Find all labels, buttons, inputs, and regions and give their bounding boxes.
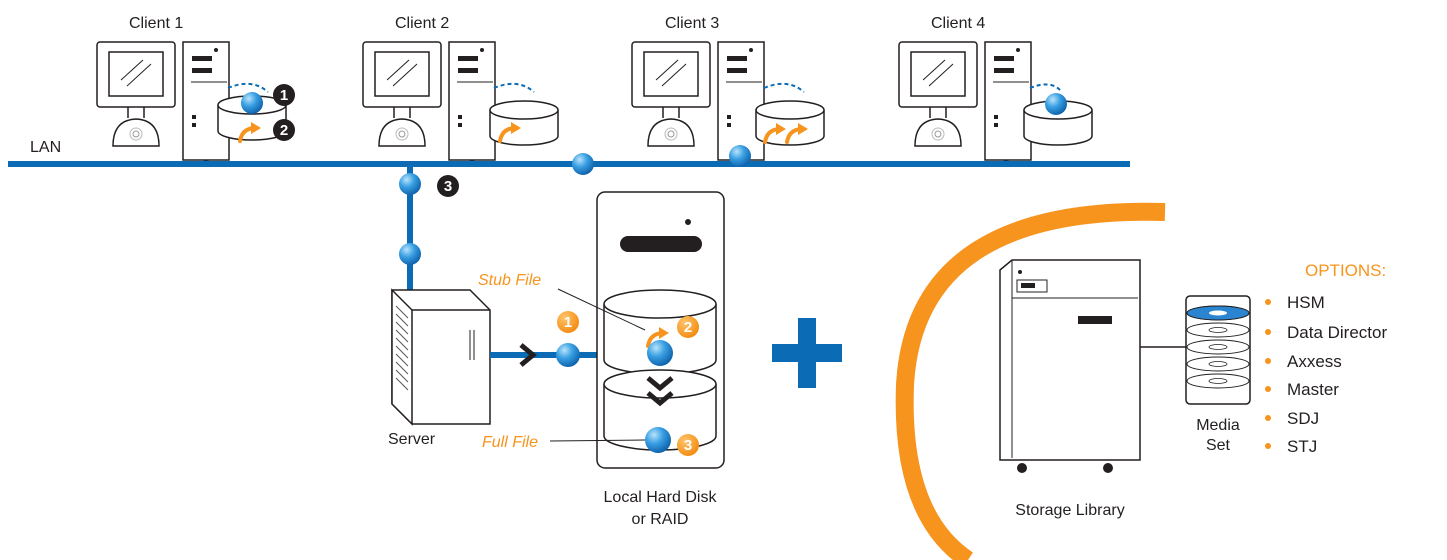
- migration-path-icon: [763, 82, 805, 93]
- svg-text:3: 3: [684, 437, 692, 454]
- library-bracket-arc: [895, 202, 1166, 560]
- media-set-label-line2: Set: [1206, 437, 1231, 454]
- client-3: Client 3: [631, 15, 825, 161]
- option-item: HSM: [1265, 293, 1325, 312]
- svg-text:3: 3: [444, 178, 452, 195]
- disk-label-line2: or RAID: [632, 511, 689, 528]
- data-packet-icon: [572, 153, 594, 175]
- svg-text:2: 2: [684, 319, 692, 336]
- media-set-icon: [1185, 295, 1251, 405]
- svg-text:1: 1: [280, 87, 288, 104]
- client-3-label: Client 3: [665, 15, 719, 32]
- option-label: HSM: [1287, 293, 1325, 312]
- migration-path-icon: [493, 82, 535, 93]
- option-label: Axxess: [1287, 352, 1342, 371]
- step-1-badge: [273, 84, 295, 106]
- options-list: HSM Data Director Axxess Master SDJ STJ: [1265, 293, 1387, 456]
- bullet-icon: [1265, 299, 1271, 305]
- option-label: Data Director: [1287, 323, 1387, 342]
- server-icon: [391, 288, 491, 426]
- client-drop-lines: [203, 135, 1009, 164]
- data-packet-icon: [399, 243, 421, 265]
- data-packet-icon: [556, 343, 580, 367]
- option-item: Data Director: [1265, 323, 1387, 342]
- file-ball-icon: [241, 92, 263, 114]
- stub-file-label: Stub File: [478, 272, 541, 289]
- client-1: Client 1 1 2: [96, 15, 295, 161]
- stub-callout-line: [557, 288, 646, 331]
- option-item: STJ: [1265, 437, 1317, 456]
- option-item: SDJ: [1265, 409, 1319, 428]
- file-ball-icon: [647, 340, 673, 366]
- svg-text:2: 2: [280, 122, 288, 139]
- bullet-icon: [1265, 329, 1271, 335]
- option-label: SDJ: [1287, 409, 1319, 428]
- option-item: Master: [1265, 380, 1339, 399]
- migration-path-icon: [1029, 83, 1061, 91]
- step-3-orange-badge: [677, 434, 699, 456]
- bullet-icon: [1265, 386, 1271, 392]
- option-label: Master: [1287, 380, 1339, 399]
- storage-library-label: Storage Library: [1015, 502, 1124, 519]
- options-title: OPTIONS:: [1305, 261, 1386, 280]
- disk-label-line1: Local Hard Disk: [604, 489, 718, 506]
- media-set-label-line1: Media: [1196, 417, 1240, 434]
- option-label: STJ: [1287, 437, 1317, 456]
- step-3-badge: [437, 175, 459, 197]
- client-4-label: Client 4: [931, 15, 985, 32]
- option-item: Axxess: [1265, 352, 1342, 371]
- step-1-orange-badge: [557, 311, 579, 333]
- chevron-right-icon: [519, 343, 537, 367]
- file-ball-icon: [645, 427, 671, 453]
- bullet-icon: [1265, 358, 1271, 364]
- bullet-icon: [1265, 415, 1271, 421]
- bullet-icon: [1265, 443, 1271, 449]
- client-2-label: Client 2: [395, 15, 449, 32]
- full-callout-line: [549, 439, 646, 442]
- step-2-orange-badge: [677, 316, 699, 338]
- full-file-label: Full File: [482, 434, 538, 451]
- chevron-down-icon: [646, 376, 674, 407]
- storage-library-icon: [999, 259, 1141, 473]
- file-ball-icon: [1045, 93, 1067, 115]
- step-2-badge: [273, 119, 295, 141]
- data-packet-icon: [729, 145, 751, 167]
- plus-icon: [772, 318, 842, 388]
- data-packet-icon: [399, 173, 421, 195]
- svg-text:1: 1: [564, 314, 572, 331]
- server-label: Server: [388, 431, 436, 448]
- migration-path-icon: [227, 82, 269, 93]
- client-4: Client 4: [898, 15, 1093, 161]
- client-1-label: Client 1: [129, 15, 183, 32]
- lan-label: LAN: [30, 139, 61, 156]
- client-2: Client 2: [362, 15, 559, 161]
